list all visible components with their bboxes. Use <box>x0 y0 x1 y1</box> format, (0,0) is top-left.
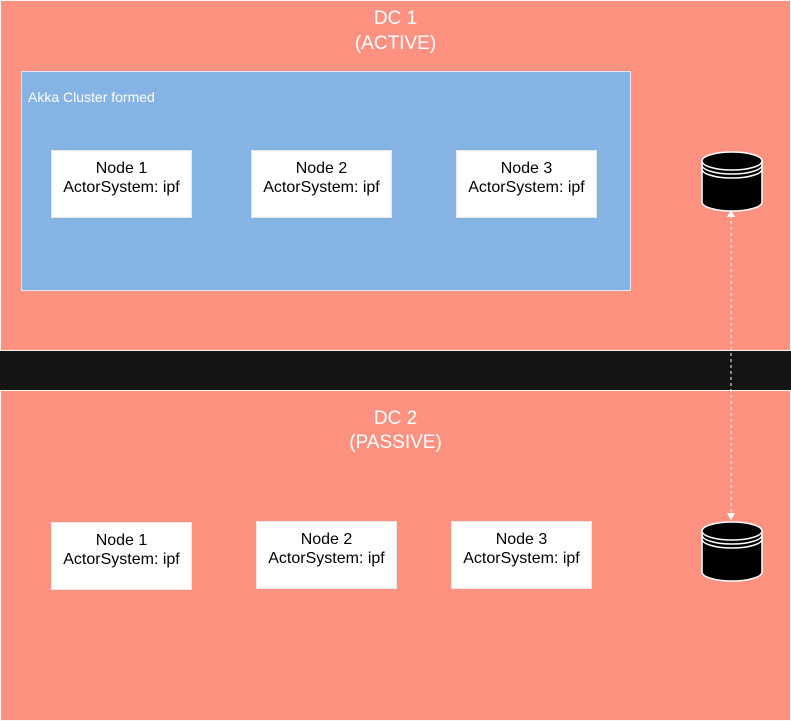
dc1-title: DC 1 <box>373 8 418 29</box>
datacenter-2: DC 2 (PASSIVE) Node 1 ActorSystem: ipf N… <box>0 390 791 721</box>
dc1-database-icon <box>701 151 763 213</box>
node-actor-system: ActorSystem: ipf <box>268 550 385 567</box>
dc2-title: DC 2 <box>373 408 418 429</box>
dc1-node-1: Node 1 ActorSystem: ipf <box>51 150 192 218</box>
dc2-node-3: Node 3 ActorSystem: ipf <box>451 521 592 589</box>
akka-cluster: Akka Cluster formed Node 1 ActorSystem: … <box>21 71 631 291</box>
dc1-node-2: Node 2 ActorSystem: ipf <box>251 150 392 218</box>
node-name: Node 1 <box>95 532 148 549</box>
dc2-status: (PASSIVE) <box>349 432 442 453</box>
node-name: Node 2 <box>300 531 353 548</box>
dc2-node-1: Node 1 ActorSystem: ipf <box>51 522 192 590</box>
node-actor-system: ActorSystem: ipf <box>63 179 180 196</box>
node-actor-system: ActorSystem: ipf <box>468 179 585 196</box>
replication-double-arrow <box>700 205 762 525</box>
node-actor-system: ActorSystem: ipf <box>263 179 380 196</box>
node-name: Node 3 <box>500 160 553 177</box>
node-actor-system: ActorSystem: ipf <box>63 551 180 568</box>
datacenter-1: DC 1 (ACTIVE) Akka Cluster formed Node 1… <box>0 0 791 351</box>
dc1-status: (ACTIVE) <box>354 33 437 54</box>
node-name: Node 2 <box>295 160 348 177</box>
dc2-node-2: Node 2 ActorSystem: ipf <box>256 521 397 589</box>
node-name: Node 1 <box>95 160 148 177</box>
node-actor-system: ActorSystem: ipf <box>463 550 580 567</box>
dc2-database-icon <box>701 521 763 583</box>
cluster-label: Akka Cluster formed <box>28 89 155 105</box>
node-name: Node 3 <box>495 531 548 548</box>
dc1-node-3: Node 3 ActorSystem: ipf <box>456 150 597 218</box>
